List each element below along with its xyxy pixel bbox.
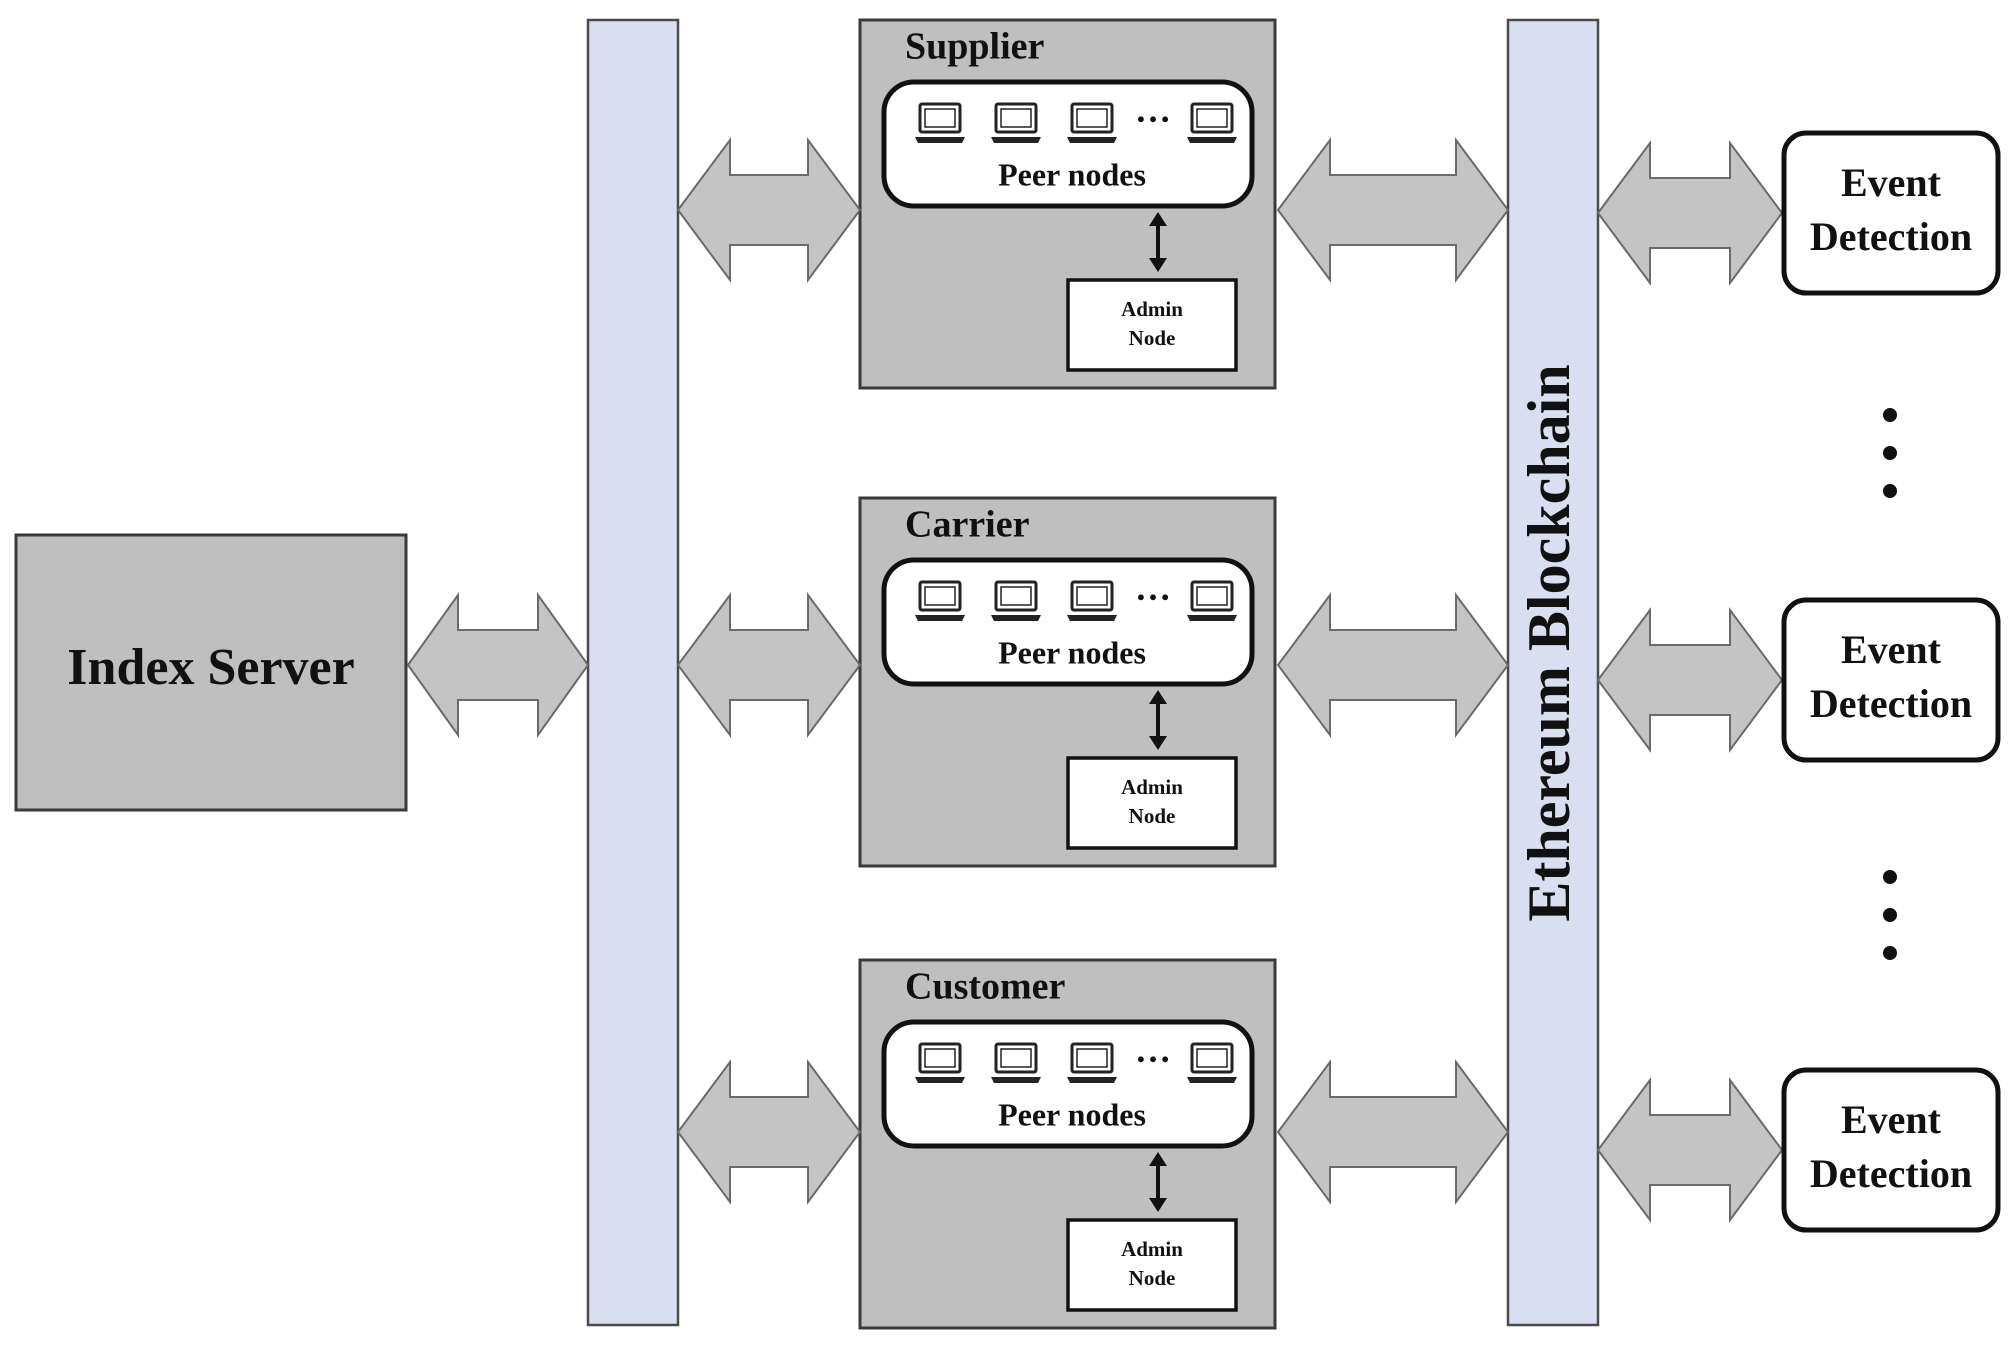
ellipsis-dot — [1883, 484, 1897, 498]
laptop-icon — [989, 580, 1043, 623]
event-detection-label-line2: Detection — [1810, 214, 1972, 259]
event-detection-label-line1: Event — [1841, 160, 1942, 205]
laptop-icon — [1065, 102, 1119, 145]
event-detection-label-line1: Event — [1841, 627, 1942, 672]
laptop-icon — [1185, 1042, 1239, 1085]
arrowhead-up — [1149, 212, 1167, 226]
more-nodes-ellipsis: … — [1135, 90, 1171, 130]
ethereum-blockchain-label: Ethereum Blockchain — [1516, 364, 1582, 921]
admin-node-label-line1: Admin — [1121, 775, 1183, 799]
arrowhead-down — [1149, 736, 1167, 750]
peer-nodes-panel — [881, 79, 1255, 209]
ellipsis-dot — [1883, 446, 1897, 460]
more-nodes-ellipsis: … — [1135, 568, 1171, 608]
bus-group-double-arrow — [676, 1058, 862, 1206]
peer-nodes-label: Peer nodes — [998, 634, 1146, 670]
index-server-label: Index Server — [67, 639, 354, 696]
laptop-icon — [913, 580, 967, 623]
arrowhead-down — [1149, 258, 1167, 272]
bus-group-double-arrow — [676, 136, 862, 284]
ellipsis-dot — [1883, 946, 1897, 960]
laptop-icon — [1065, 1042, 1119, 1085]
group-blockchain-double-arrow — [1276, 136, 1510, 284]
admin-node-label-line1: Admin — [1121, 1237, 1183, 1261]
laptop-icon — [913, 1042, 967, 1085]
event-detection-box — [1781, 1067, 2001, 1233]
laptop-icon — [1065, 580, 1119, 623]
left-bus-bar — [586, 18, 680, 1327]
event-detection-box — [1781, 597, 2001, 763]
peer-nodes-panel — [881, 1019, 1255, 1149]
blockchain-event-double-arrow — [1596, 606, 1784, 754]
group-blockchain-double-arrow — [1276, 1058, 1510, 1206]
admin-node-label-line2: Node — [1129, 1266, 1176, 1290]
group-title: Carrier — [905, 504, 1030, 546]
laptop-icon — [913, 102, 967, 145]
peer-nodes-label: Peer nodes — [998, 1096, 1146, 1132]
event-detection-label-line2: Detection — [1810, 1151, 1972, 1196]
admin-node-box — [1066, 756, 1238, 850]
index-server-box — [14, 533, 408, 812]
index-bus-double-arrow — [406, 591, 590, 739]
ellipsis-dot — [1883, 408, 1897, 422]
laptop-icon — [989, 1042, 1043, 1085]
admin-node-box — [1066, 278, 1238, 372]
peer-nodes-label: Peer nodes — [998, 156, 1146, 192]
ellipsis-dot — [1883, 870, 1897, 884]
arrowhead-up — [1149, 690, 1167, 704]
bus-group-double-arrow — [676, 591, 862, 739]
laptop-icon — [989, 102, 1043, 145]
admin-node-label-line2: Node — [1129, 326, 1176, 350]
laptop-icon — [1185, 102, 1239, 145]
ellipsis-dot — [1883, 908, 1897, 922]
event-detection-label-line2: Detection — [1810, 681, 1972, 726]
peer-nodes-panel — [881, 557, 1255, 687]
blockchain-event-double-arrow — [1596, 1076, 1784, 1224]
event-detection-label-line1: Event — [1841, 1097, 1942, 1142]
ethereum-blockchain-bar — [1506, 18, 1600, 1327]
admin-node-label-line2: Node — [1129, 804, 1176, 828]
more-nodes-ellipsis: … — [1135, 1030, 1171, 1070]
event-detection-box — [1781, 130, 2001, 296]
arrowhead-up — [1149, 1152, 1167, 1166]
arrowhead-down — [1149, 1198, 1167, 1212]
blockchain-event-double-arrow — [1596, 139, 1784, 287]
laptop-icon — [1185, 580, 1239, 623]
group-title: Customer — [905, 966, 1066, 1008]
admin-node-label-line1: Admin — [1121, 297, 1183, 321]
admin-node-box — [1066, 1218, 1238, 1312]
group-title: Supplier — [905, 26, 1045, 68]
group-blockchain-double-arrow — [1276, 591, 1510, 739]
